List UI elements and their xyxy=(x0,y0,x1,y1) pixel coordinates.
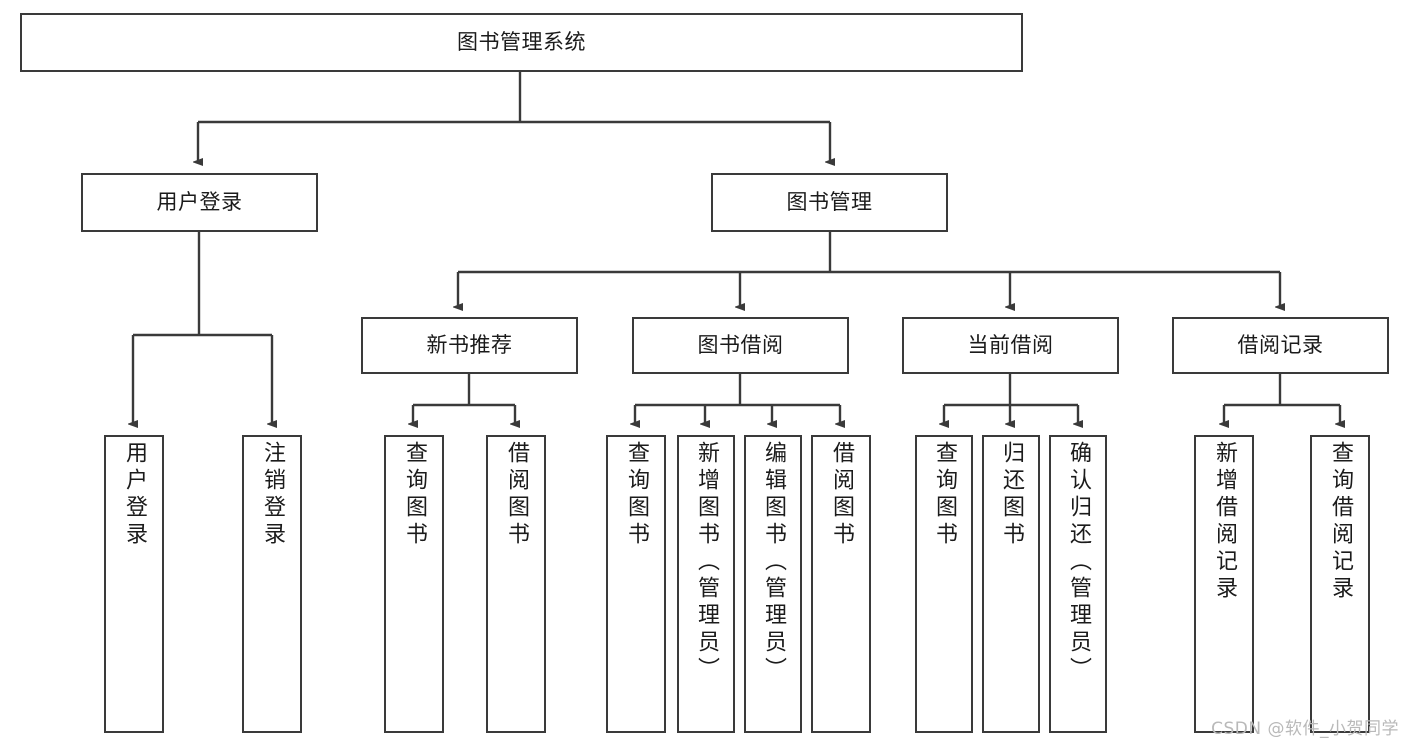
node-label: 用户登录 xyxy=(122,441,147,549)
node-root-book-management-system[interactable]: 图书管理系统 xyxy=(20,13,1023,72)
node-user-login[interactable]: 用户登录 xyxy=(81,173,318,232)
node-label: 注销登录 xyxy=(260,441,285,549)
leaf-borrow-record-query-record[interactable]: 查询借阅记录 xyxy=(1310,435,1370,733)
node-label: 图书管理系统 xyxy=(457,30,586,55)
node-label: 查询图书 xyxy=(624,441,649,549)
node-label: 查询图书 xyxy=(402,441,427,549)
leaf-new-book-query-book[interactable]: 查询图书 xyxy=(384,435,444,733)
node-book-management[interactable]: 图书管理 xyxy=(711,173,948,232)
node-borrow-record[interactable]: 借阅记录 xyxy=(1172,317,1389,374)
node-label: 借阅图书 xyxy=(829,441,854,549)
node-book-borrow[interactable]: 图书借阅 xyxy=(632,317,849,374)
node-label: 当前借阅 xyxy=(967,333,1054,358)
node-label: 归还图书 xyxy=(999,441,1024,549)
node-label: 查询图书 xyxy=(932,441,957,549)
node-new-book-recommend[interactable]: 新书推荐 xyxy=(361,317,578,374)
leaf-current-borrow-query-book[interactable]: 查询图书 xyxy=(915,435,973,733)
leaf-user-login-logout[interactable]: 注销登录 xyxy=(242,435,302,733)
leaf-book-borrow-borrow-book[interactable]: 借阅图书 xyxy=(811,435,871,733)
node-label: 用户登录 xyxy=(156,190,243,215)
node-label: 图书管理 xyxy=(786,190,873,215)
leaf-book-borrow-edit-book-admin[interactable]: 编辑图书（管理员） xyxy=(744,435,802,733)
leaf-borrow-record-add-record[interactable]: 新增借阅记录 xyxy=(1194,435,1254,733)
csdn-watermark: CSDN @软件_小贺同学 xyxy=(1211,719,1399,739)
node-label: 查询借阅记录 xyxy=(1328,441,1353,603)
leaf-book-borrow-query-book[interactable]: 查询图书 xyxy=(606,435,666,733)
node-label: 新增图书（管理员） xyxy=(694,441,719,684)
node-current-borrow[interactable]: 当前借阅 xyxy=(902,317,1119,374)
leaf-current-borrow-return-book[interactable]: 归还图书 xyxy=(982,435,1040,733)
node-label: 图书借阅 xyxy=(697,333,784,358)
leaf-current-borrow-confirm-return-admin[interactable]: 确认归还（管理员） xyxy=(1049,435,1107,733)
node-label: 编辑图书（管理员） xyxy=(761,441,786,684)
node-label: 新书推荐 xyxy=(426,333,513,358)
node-label: 借阅图书 xyxy=(504,441,529,549)
leaf-book-borrow-add-book-admin[interactable]: 新增图书（管理员） xyxy=(677,435,735,733)
node-label: 借阅记录 xyxy=(1237,333,1324,358)
leaf-new-book-borrow-book[interactable]: 借阅图书 xyxy=(486,435,546,733)
leaf-user-login-login[interactable]: 用户登录 xyxy=(104,435,164,733)
node-label: 确认归还（管理员） xyxy=(1066,441,1091,684)
node-label: 新增借阅记录 xyxy=(1212,441,1237,603)
